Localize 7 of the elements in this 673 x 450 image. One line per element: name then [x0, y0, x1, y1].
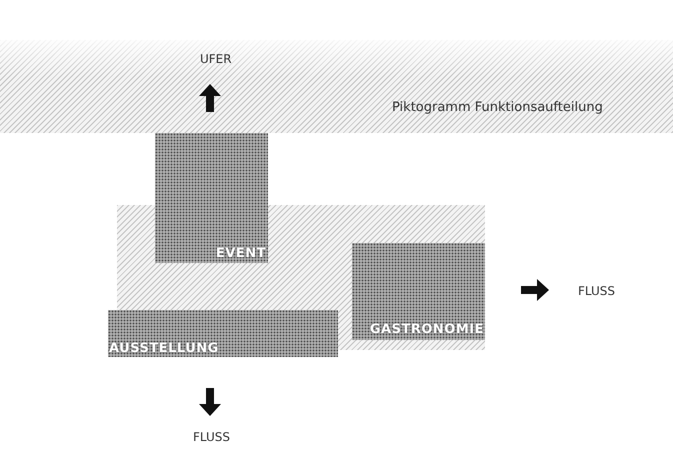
dotted-block: [108, 310, 338, 357]
diagram-title: Piktogramm Funktionsaufteilung: [392, 100, 603, 115]
direction-label: FLUSS: [193, 430, 230, 444]
direction-label: UFER: [200, 52, 232, 66]
dotted-block: [352, 243, 485, 340]
dotted-block: [155, 133, 268, 263]
direction-label: FLUSS: [578, 284, 616, 298]
